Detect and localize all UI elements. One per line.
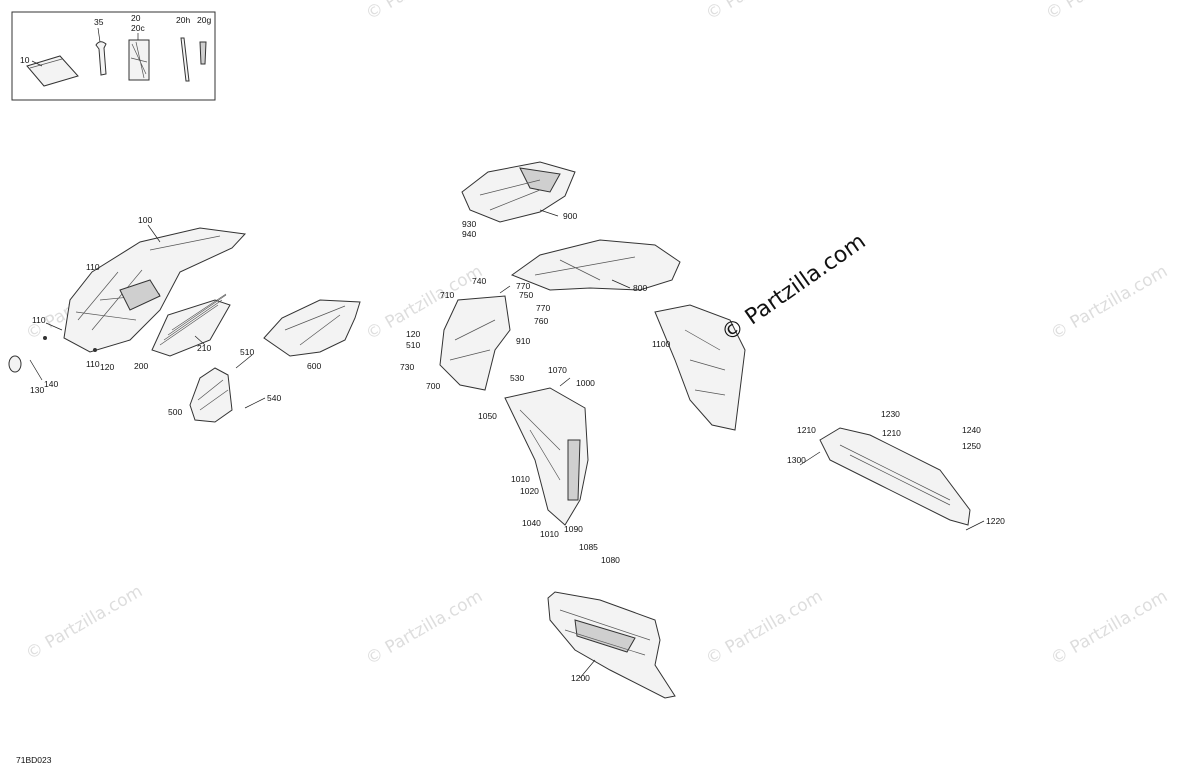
part-1200-lower-panel (547, 591, 676, 699)
callout: 1070 (548, 365, 567, 375)
kit-label: 20g (197, 15, 211, 25)
callout: 140 (44, 379, 58, 389)
callout: 1020 (520, 486, 539, 496)
callout: 1085 (579, 542, 598, 552)
part-900-hood (461, 161, 576, 223)
kit-inset: 10 35 20 20c 20h 20g (11, 11, 216, 101)
callout: 120 (406, 329, 420, 339)
callout: 510 (406, 340, 420, 350)
callout: 1250 (962, 441, 981, 451)
callout: 120 (100, 362, 114, 372)
callout: 750 (519, 290, 533, 300)
callout: 1210 (797, 425, 816, 435)
watermark: © Partzilla.com (1043, 0, 1167, 24)
callout: 1210 (882, 428, 901, 438)
part-100-front-panel (43, 227, 247, 353)
part-130-ring (8, 355, 22, 373)
part-700-side-cover (439, 295, 511, 391)
kit-label: 35 (94, 17, 104, 27)
callout: 770 (516, 281, 530, 291)
kit-label: 10 (20, 55, 30, 65)
part-500-bracket (189, 367, 233, 423)
callout: 1050 (478, 411, 497, 421)
callout: 530 (510, 373, 524, 383)
callout: 700 (426, 381, 440, 391)
part-800-dash-cover (510, 239, 681, 291)
watermark: © Partzilla.com (363, 586, 487, 669)
callout: 500 (168, 407, 182, 417)
callout: 200 (134, 361, 148, 371)
part-1300-rocker-panel (819, 427, 971, 526)
callout: 910 (516, 336, 530, 346)
callout: 760 (534, 316, 548, 326)
callout: 110 (86, 359, 100, 369)
watermark: © Partzilla.com (703, 0, 827, 24)
watermark: © Partzilla.com (1048, 586, 1172, 669)
callout: 600 (307, 361, 321, 371)
callout: 940 (462, 229, 476, 239)
watermark: © Partzilla.com (703, 586, 827, 669)
drawing-code: 71BD023 (16, 755, 52, 765)
callout: 1040 (522, 518, 541, 528)
callout: 110 (86, 262, 100, 272)
callout: 1240 (962, 425, 981, 435)
callout: 1200 (571, 673, 590, 683)
kit-label: 20 (131, 13, 141, 23)
callout: 210 (197, 343, 211, 353)
callout: 1080 (601, 555, 620, 565)
callout: 510 (240, 347, 254, 357)
callout: 930 (462, 219, 476, 229)
callout: 1100 (652, 339, 671, 349)
part-600-inner-fender (263, 299, 361, 357)
callout: 740 (472, 276, 486, 286)
callout: 1000 (576, 378, 595, 388)
leader-lines (29, 209, 985, 679)
callout: 130 (30, 385, 44, 395)
callout: 1220 (986, 516, 1005, 526)
callout: 730 (400, 362, 414, 372)
watermark: © Partzilla.com (363, 0, 487, 24)
kit-label: 20c (131, 23, 145, 33)
part-1100-side-panel (654, 304, 746, 431)
callout: 1010 (511, 474, 530, 484)
callout: 770 (536, 303, 550, 313)
watermark-center: © Partzilla.com (717, 229, 870, 347)
part-200-grille (151, 293, 231, 357)
kit-label: 20h (176, 15, 190, 25)
callout: 540 (267, 393, 281, 403)
callout: 800 (633, 283, 647, 293)
callout-labels: 100 110 110 110 120 130 140 200 210 500 … (30, 211, 1005, 683)
callout: 1010 (540, 529, 559, 539)
callout: 1090 (564, 524, 583, 534)
callout: 110 (32, 315, 46, 325)
callout: 710 (440, 290, 454, 300)
watermark: © Partzilla.com (23, 581, 147, 664)
callout: 1230 (881, 409, 900, 419)
part-1000-pillar-panel (504, 387, 589, 526)
callout: 900 (563, 211, 577, 221)
callout: 1300 (787, 455, 806, 465)
callout: 100 (138, 215, 152, 225)
watermark: © Partzilla.com (1048, 261, 1172, 344)
